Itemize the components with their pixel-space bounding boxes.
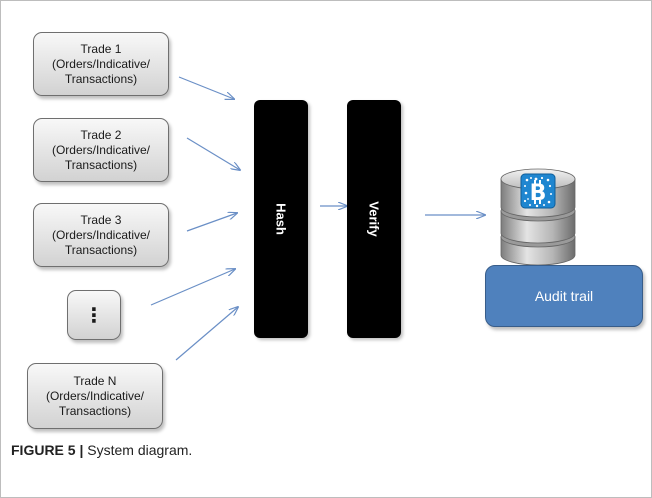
arrow-ellipsis-to-hash bbox=[150, 269, 235, 306]
arrow-tradeN-to-hash bbox=[175, 307, 238, 361]
blockchain-logo: B bbox=[520, 173, 556, 209]
verify-label: Verify bbox=[366, 201, 382, 237]
audit-trail-box: Audit trail bbox=[485, 265, 643, 327]
trade-2-title: Trade 2 bbox=[80, 127, 122, 142]
arrow-trade3-to-hash bbox=[186, 213, 237, 232]
trade-3-title: Trade 3 bbox=[80, 212, 122, 227]
trade-2-box: Trade 2 (Orders/Indicative/ Transactions… bbox=[33, 118, 169, 182]
arrow-trade1-to-hash bbox=[178, 76, 234, 99]
verify-bar: Verify bbox=[347, 100, 401, 338]
audit-trail-label: Audit trail bbox=[534, 288, 594, 304]
ellipsis-box: ⋮ bbox=[67, 290, 121, 340]
hash-bar: Hash bbox=[254, 100, 308, 338]
hash-label: Hash bbox=[273, 203, 289, 235]
figure-caption: FIGURE 5 | System diagram. bbox=[11, 442, 192, 458]
figure-number: FIGURE 5 | bbox=[11, 442, 84, 458]
trade-1-box: Trade 1 (Orders/Indicative/ Transactions… bbox=[33, 32, 169, 96]
trade-n-line-2: (Orders/Indicative/ bbox=[45, 388, 145, 403]
caption-text: System diagram. bbox=[83, 442, 193, 458]
trade-n-box: Trade N (Orders/Indicative/ Transactions… bbox=[27, 363, 163, 429]
arrow-trade2-to-hash bbox=[186, 137, 240, 170]
trade-n-title: Trade N bbox=[73, 373, 117, 388]
trade-1-title: Trade 1 bbox=[80, 41, 122, 56]
trade-1-line-2: (Orders/Indicative/ bbox=[51, 56, 151, 71]
svg-text:B: B bbox=[530, 181, 547, 206]
trade-1-line-3: Transactions) bbox=[64, 71, 138, 86]
ellipsis-glyph: ⋮ bbox=[84, 304, 104, 327]
database-icon: B bbox=[500, 168, 576, 266]
trade-n-line-3: Transactions) bbox=[58, 403, 132, 418]
trade-2-line-3: Transactions) bbox=[64, 157, 138, 172]
trade-3-box: Trade 3 (Orders/Indicative/ Transactions… bbox=[33, 203, 169, 267]
trade-3-line-2: (Orders/Indicative/ bbox=[51, 227, 151, 242]
trade-3-line-3: Transactions) bbox=[64, 242, 138, 257]
trade-2-line-2: (Orders/Indicative/ bbox=[51, 142, 151, 157]
